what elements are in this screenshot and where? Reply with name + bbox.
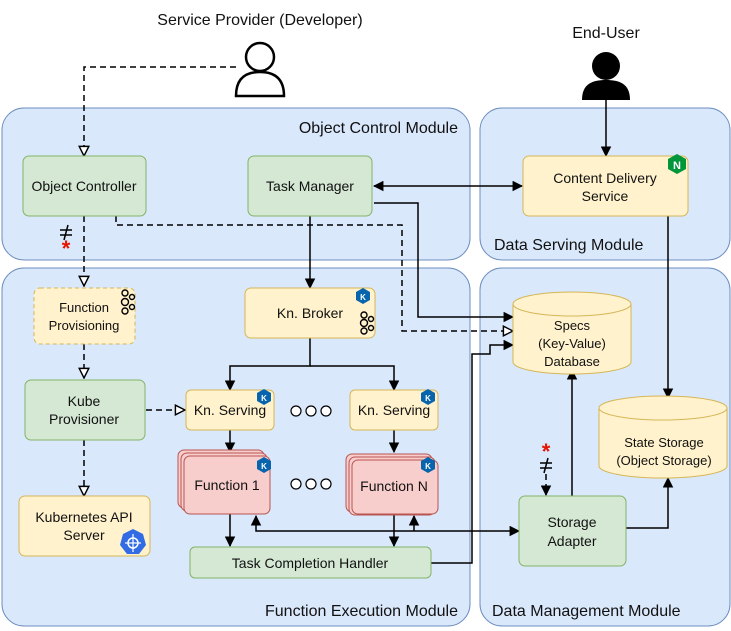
knative-icon: K	[421, 389, 435, 405]
asterisk-marker-2: *	[540, 439, 552, 474]
edge-object-controller-to-specs	[115, 216, 513, 331]
state-storage-label-1: State Storage	[624, 435, 704, 450]
task-manager-node[interactable]: Task Manager	[247, 155, 373, 217]
object-controller-label: Object Controller	[31, 178, 136, 194]
edge-adapter-to-state	[626, 476, 674, 529]
kn-broker-node[interactable]: Kn. Broker K	[244, 287, 376, 339]
task-completion-label: Task Completion Handler	[232, 555, 389, 571]
specs-database-label-1: Specs	[554, 318, 591, 333]
kafka-icon	[120, 289, 136, 315]
ellipsis-icon	[290, 478, 332, 490]
function-provisioning-label-2: Provisioning	[49, 318, 120, 333]
data-management-module-label: Data Management Module	[492, 603, 681, 620]
storage-adapter-label-1: Storage	[547, 514, 596, 530]
storage-adapter-label-2: Adapter	[547, 533, 596, 549]
kn-serving-2-label: Kn. Serving	[358, 402, 430, 418]
service-provider-label: Service Provider (Developer)	[157, 12, 362, 29]
edge-broker-to-serving-2	[310, 365, 400, 392]
svg-text:K: K	[261, 462, 267, 471]
storage-adapter-node[interactable]: Storage Adapter	[518, 495, 627, 567]
svg-text:*: *	[542, 439, 551, 464]
asterisk-marker-1: *	[60, 224, 72, 261]
kube-provisioner-label-2: Provisioner	[49, 411, 119, 427]
kube-provisioner-node[interactable]: Kube Provisioner	[24, 379, 146, 441]
function-provisioning-node[interactable]: Function Provisioning	[33, 287, 136, 345]
kn-serving-2-node[interactable]: Kn. Serving K	[349, 389, 439, 431]
knative-icon: K	[356, 288, 370, 304]
nginx-icon: N	[668, 154, 686, 174]
svg-text:K: K	[425, 394, 431, 403]
kubernetes-api-label-2: Server	[63, 527, 105, 543]
svg-text:N: N	[673, 160, 681, 172]
knative-icon: K	[257, 389, 271, 405]
kafka-icon	[359, 311, 375, 335]
data-serving-module-label: Data Serving Module	[494, 237, 644, 254]
edge-broker-split	[224, 338, 311, 392]
function-execution-module-label: Function Execution Module	[265, 603, 458, 620]
svg-text:K: K	[360, 293, 366, 302]
knative-icon: K	[257, 457, 271, 473]
specs-database-label-2: (Key-Value)	[538, 336, 606, 351]
edge-completion-to-specs	[431, 339, 515, 564]
function-provisioning-label-1: Function	[59, 300, 109, 315]
object-controller-node[interactable]: Object Controller	[22, 155, 147, 217]
svg-text:*: *	[62, 236, 71, 261]
service-provider-icon	[234, 41, 286, 98]
kubernetes-api-label-1: Kubernetes API	[35, 509, 132, 525]
content-delivery-label-1: Content Delivery	[553, 170, 657, 186]
task-completion-node[interactable]: Task Completion Handler	[189, 546, 432, 579]
end-user-icon	[582, 52, 630, 100]
specs-database-label-3: Database	[544, 354, 600, 369]
task-manager-label: Task Manager	[266, 178, 354, 194]
state-storage-label-2: (Object Storage)	[616, 453, 711, 468]
edge-adapter-to-function-1	[250, 514, 521, 537]
svg-text:K: K	[425, 462, 431, 471]
function-n-node[interactable]: Function N K	[345, 453, 439, 516]
specs-database-node[interactable]: Specs (Key-Value) Database	[512, 291, 632, 375]
kn-serving-1-label: Kn. Serving	[194, 402, 266, 418]
edge-provider-to-object-controller	[84, 66, 236, 156]
edge-task-manager-to-specs	[374, 202, 515, 323]
knative-icon: K	[421, 457, 435, 473]
kn-serving-1-node[interactable]: Kn. Serving K	[185, 389, 275, 431]
kubernetes-icon	[120, 529, 146, 554]
kubernetes-api-node[interactable]: Kubernetes API Server	[18, 495, 151, 557]
function-n-label: Function N	[360, 478, 428, 494]
kube-provisioner-label-1: Kube	[68, 393, 101, 409]
ellipsis-icon	[290, 405, 332, 417]
kn-broker-label: Kn. Broker	[277, 305, 343, 321]
state-storage-node[interactable]: State Storage (Object Storage)	[598, 395, 728, 479]
end-user-label: End-User	[572, 25, 640, 42]
content-delivery-label-2: Service	[582, 188, 629, 204]
content-delivery-node[interactable]: Content Delivery Service N	[522, 154, 689, 217]
svg-text:K: K	[261, 394, 267, 403]
function-1-label: Function 1	[194, 477, 260, 493]
function-1-node[interactable]: Function 1 K	[177, 449, 271, 515]
object-control-module-label: Object Control Module	[299, 120, 458, 137]
